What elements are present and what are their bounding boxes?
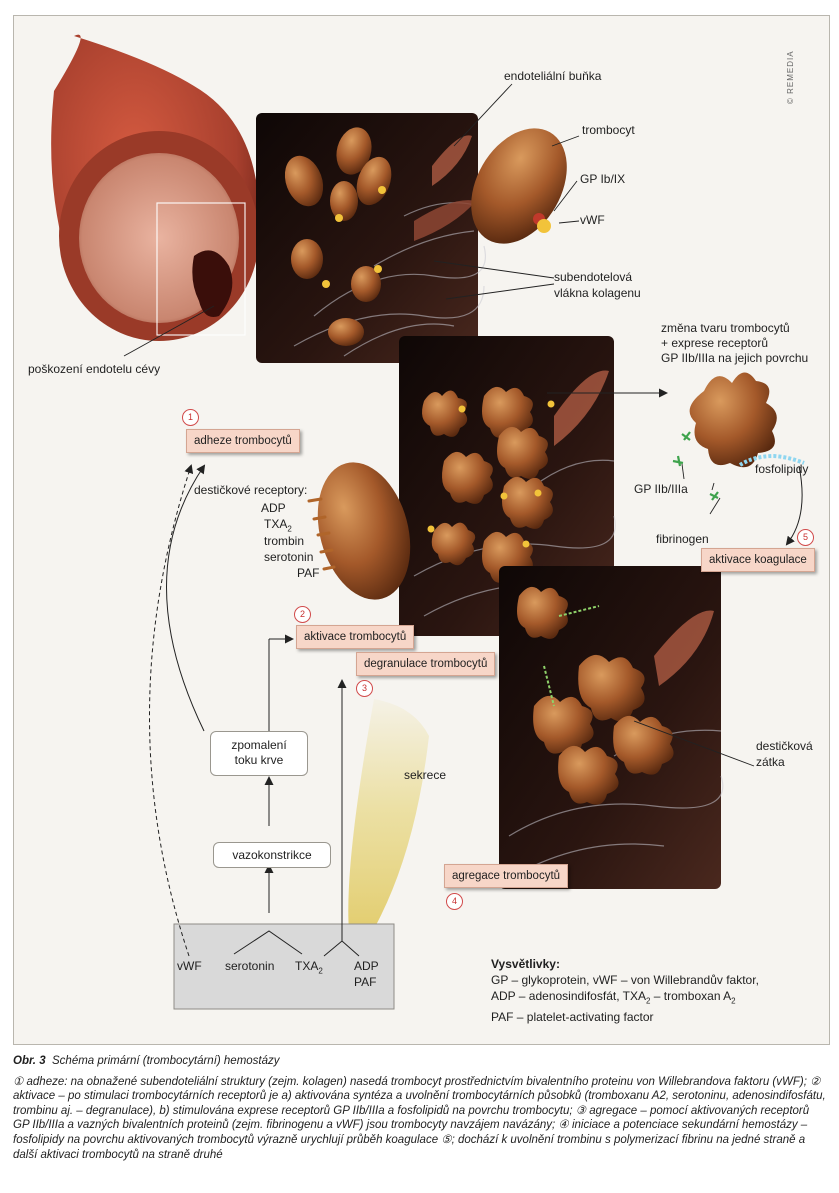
vessel-zoom-frame (156, 202, 246, 336)
legend-line-1: GP – glykoprotein, vWF – von Willebrandů… (491, 973, 759, 987)
blood-vessel (51, 34, 260, 341)
label-platelet-plug-1: destičková (756, 739, 813, 753)
label-platelet-plug-2: zátka (756, 755, 785, 769)
legend: Vysvětlivky: GP – glykoprotein, vWF – vo… (491, 956, 759, 1025)
step-coagulation: aktivace koagulace (701, 548, 815, 572)
label-shape-change-1: změna tvaru trombocytů (661, 321, 790, 335)
step-adhesion: adheze trombocytů (186, 429, 300, 453)
caption-title: Schéma primární (trombocytární) hemostáz… (52, 1055, 280, 1067)
label-secretion: sekrece (404, 768, 447, 782)
source-serotonin: serotonin (225, 959, 275, 973)
label-phospholipids: fosfolipidy (755, 462, 809, 476)
label-collagen-1: subendotelová (554, 270, 633, 284)
panel-activation (399, 336, 616, 636)
panel-aggregation (499, 566, 724, 889)
receptor-thrombin: trombin (264, 534, 305, 548)
label-endothelial-cell: endoteliální buňka (504, 69, 602, 83)
flow-arrows (149, 388, 803, 957)
source-paf: PAF (354, 975, 377, 989)
step-number-4: 4 (446, 893, 463, 910)
source-box (173, 923, 395, 1010)
secretion-flow (348, 699, 429, 946)
label-shape-change-3: GP IIb/IIIa na jejich povrchu (661, 351, 809, 365)
panel-adhesion (256, 113, 486, 363)
label-vwf-top: vWF (580, 213, 605, 227)
caption-figure-label: Obr. 3 (13, 1055, 46, 1067)
diagram-artwork (51, 34, 805, 1010)
label-collagen-2: vlákna kolagenu (554, 286, 641, 300)
step-number-5: 5 (797, 529, 814, 546)
platelet-receptors (307, 462, 411, 600)
vasoconstriction-box: vazokonstrikce (213, 842, 331, 868)
legend-line-2: ADP – adenosindifosfát, TXA2 – tromboxan… (491, 989, 736, 1006)
label-endothelium-damage: poškození endotelu cévy (28, 362, 161, 376)
platelet-activated (672, 372, 805, 501)
receptor-serotonin: serotonin (264, 550, 314, 564)
label-fibrinogen: fibrinogen (656, 532, 709, 546)
label-platelet: trombocyt (582, 123, 635, 137)
step-number-3: 3 (356, 680, 373, 697)
source-vwf: vWF (177, 959, 202, 973)
label-gp-ib-ix: GP Ib/IX (580, 172, 626, 186)
diagram-figure: endoteliální buňka trombocyt GP Ib/IX vW… (13, 15, 830, 1045)
label-shape-change-2: + exprese receptorů (661, 336, 769, 350)
receptor-adp: ADP (261, 501, 286, 515)
step-activation: aktivace trombocytů (296, 625, 415, 649)
receptor-paf: PAF (297, 566, 320, 580)
legend-line-3: PAF – platelet-activating factor (491, 1010, 654, 1025)
label-gp-iib-iiia: GP IIb/IIIa (634, 482, 688, 496)
source-adp: ADP (354, 959, 379, 973)
label-receptors-title: destičkové receptory: (194, 483, 308, 497)
legend-title: Vysvětlivky: (491, 957, 560, 971)
step-number-2: 2 (294, 606, 311, 623)
credit: © REMEDIA (786, 50, 795, 104)
source-txa: TXA2 (295, 959, 323, 976)
step-degranulation: degranulace trombocytů (356, 652, 496, 676)
step-number-1: 1 (182, 409, 199, 426)
figure-caption: Obr. 3 Schéma primární (trombocytární) h… (13, 1054, 828, 1162)
platelet-large (471, 128, 567, 244)
receptor-txa: TXA2 (264, 517, 292, 534)
pointer-lines (123, 83, 755, 767)
caption-text: ① adheze: na obnažené subendoteliální st… (13, 1075, 826, 1161)
step-aggregation: agregace trombocytů (444, 864, 569, 888)
